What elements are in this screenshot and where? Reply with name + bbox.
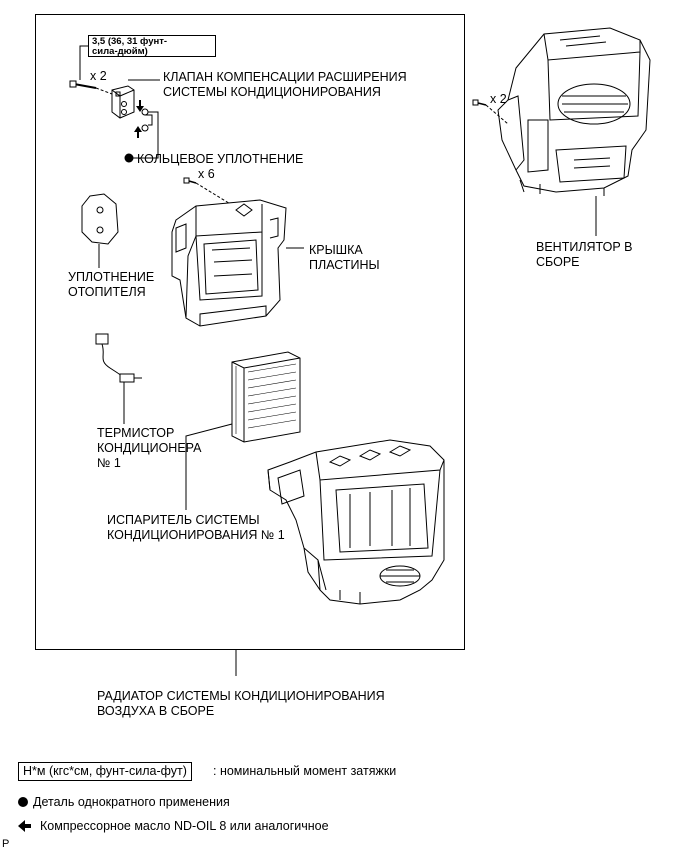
label-o-ring: КОЛЬЦЕВОЕ УПЛОТНЕНИЕ: [137, 152, 304, 166]
heater-seal-drawing: [81, 193, 119, 245]
thermistor-drawing: [95, 333, 142, 383]
label-blower-assy: ВЕНТИЛЯТОР В СБОРЕ: [536, 240, 633, 269]
blower-screw-qty: x 2: [490, 92, 507, 106]
label-plate-cover: КРЫШКА ПЛАСТИНЫ: [309, 243, 380, 272]
legend-torque-desc: : номинальный момент затяжки: [213, 764, 397, 778]
oil-arrow-1: [136, 100, 144, 112]
expansion-valve-drawing: [111, 85, 135, 119]
corner-mark: P: [2, 838, 10, 850]
evaporator-drawing: [231, 351, 301, 443]
diagram-frame: [35, 14, 465, 650]
valve-bolt: [69, 80, 97, 89]
label-radiator-assy: РАДИАТОР СИСТЕМЫ КОНДИЦИОНИРОВАНИЯ ВОЗДУ…: [97, 689, 385, 718]
oil-arrow-2: [134, 126, 142, 138]
label-heater-seal: УПЛОТНЕНИЕ ОТОПИТЕЛЯ: [68, 270, 155, 299]
label-evaporator: ИСПАРИТЕЛЬ СИСТЕМЫ КОНДИЦИОНИРОВАНИЯ № 1: [107, 513, 285, 542]
cover-screw-qty: x 6: [198, 167, 215, 181]
non-reusable-dot-oring: [124, 153, 134, 163]
o-ring-2: [141, 124, 149, 132]
valve-screw-qty: x 2: [90, 69, 107, 83]
blower-screw: [472, 99, 487, 106]
cover-screw: [183, 177, 197, 184]
radiator-unit-drawing: [267, 439, 445, 605]
o-ring-1: [141, 108, 149, 116]
label-expansion-valve: КЛАПАН КОМПЕНСАЦИИ РАСШИРЕНИЯ СИСТЕМЫ КО…: [163, 70, 407, 99]
plate-cover-drawing: [171, 199, 287, 327]
legend-non-reusable: Деталь однократного применения: [33, 795, 230, 809]
label-thermistor: ТЕРМИСТОР КОНДИЦИОНЕРА № 1: [97, 426, 202, 470]
legend-arrow: [18, 820, 31, 832]
blower-assy-drawing: [497, 27, 651, 196]
torque-spec-box: 3,5 (36, 31 фунт- сила-дюйм): [88, 35, 216, 57]
legend-oil: Компрессорное масло ND-OIL 8 или аналоги…: [40, 819, 329, 833]
legend-dot: [18, 797, 28, 807]
legend-unit-box: Н*м (кгс*см, фунт-сила-фут): [18, 762, 192, 781]
